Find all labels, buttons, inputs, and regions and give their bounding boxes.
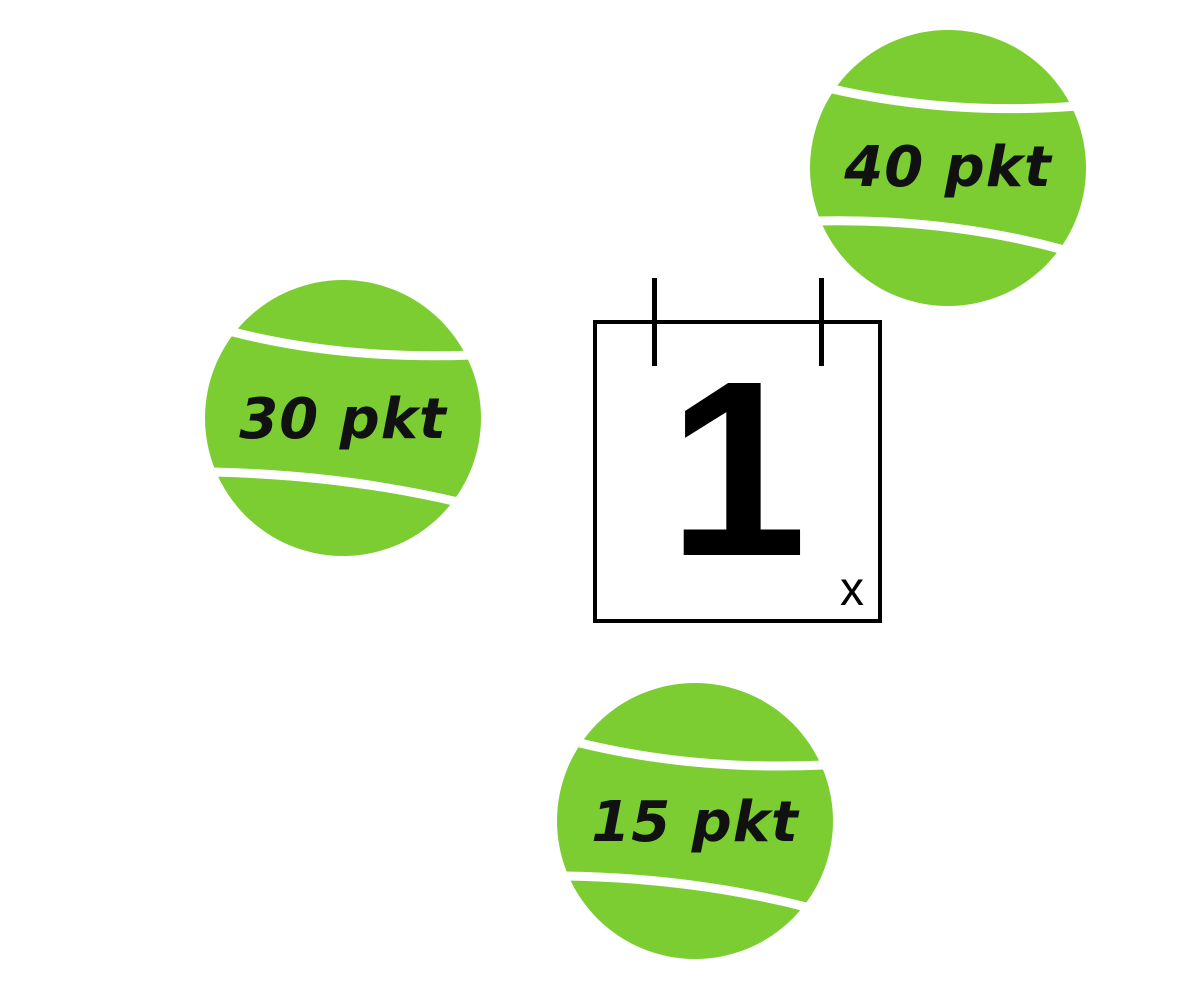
calendar-ring-right: [819, 278, 824, 366]
tennis-ball-15: 15 pkt: [555, 683, 835, 963]
ball-points-label: 30 pkt: [239, 387, 447, 452]
ball-points-label: 15 pkt: [591, 790, 799, 855]
calendar-ring-left: [652, 278, 657, 366]
calendar-multiplier: x: [840, 563, 864, 616]
calendar-number: 1: [667, 329, 808, 608]
ball-points-label: 40 pkt: [844, 135, 1052, 200]
tennis-ball-40: 40 pkt: [808, 28, 1088, 308]
tennis-ball-icon: [810, 30, 1086, 306]
tennis-ball-icon: [205, 280, 481, 556]
tennis-ball-30: 30 pkt: [203, 280, 483, 560]
tennis-ball-icon: [557, 683, 833, 959]
calendar-icon: 1 x: [593, 278, 882, 623]
